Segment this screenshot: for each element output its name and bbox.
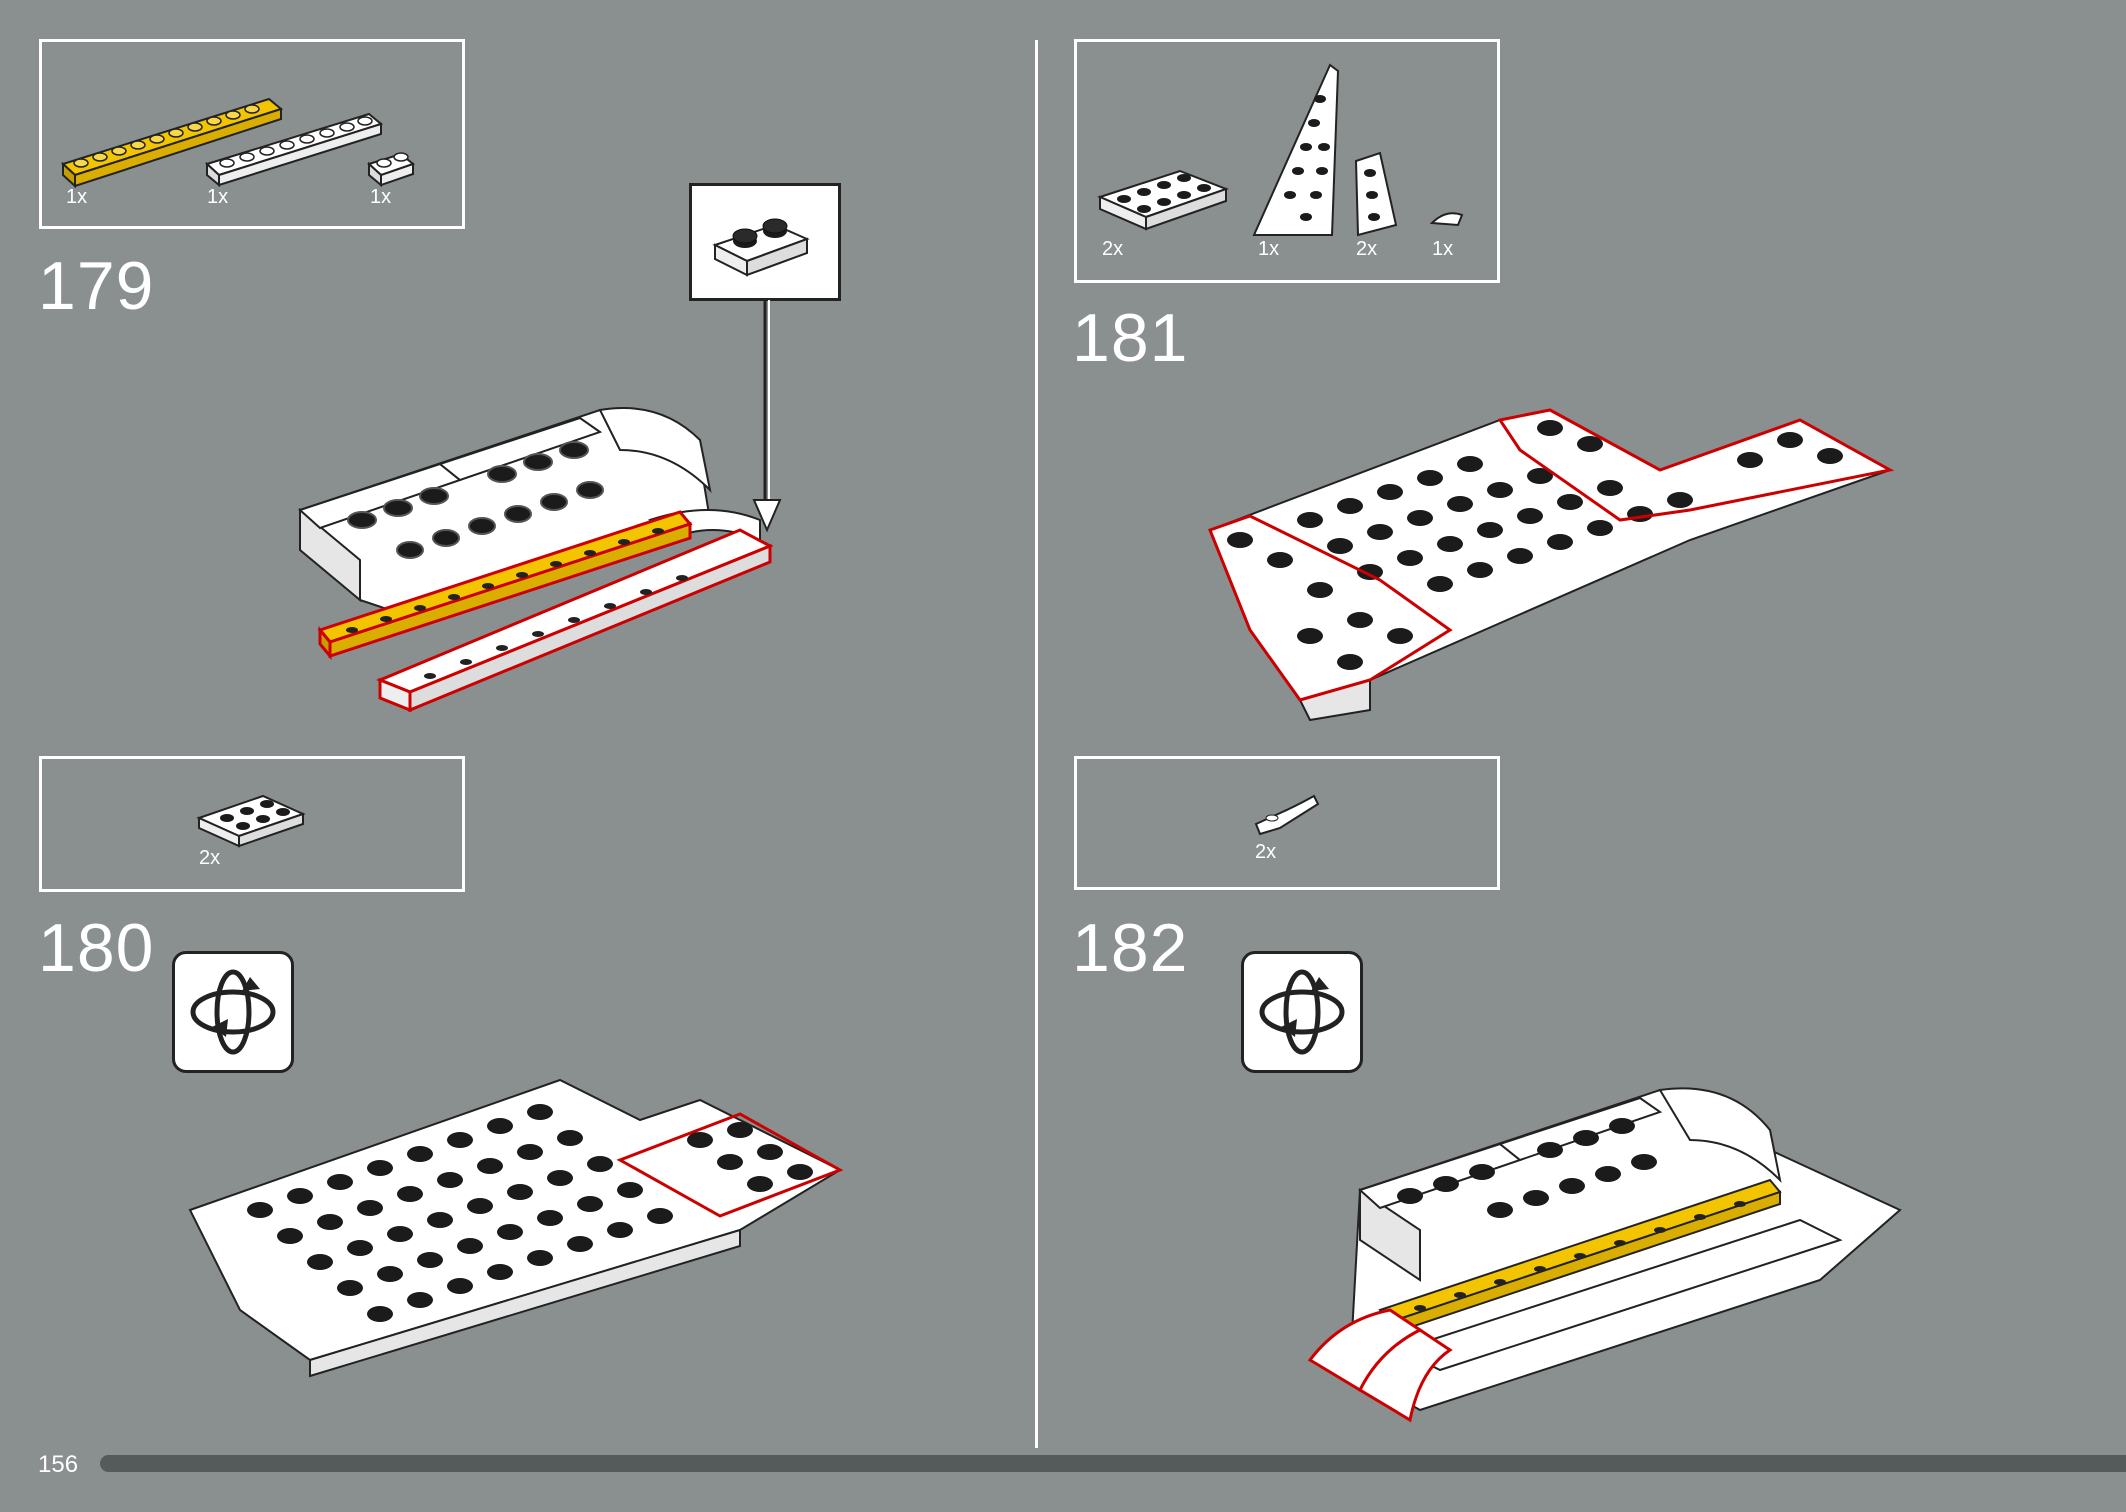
part-qty: 1x — [1432, 238, 1454, 260]
white-plate-placed — [376, 528, 774, 713]
parts-list-179: 1x 1x 1x — [39, 39, 465, 229]
rotate-model-icon — [1241, 951, 1363, 1073]
parts-list-181: 2x 1x 2x 1x — [1074, 39, 1500, 283]
part-qty: 1x — [370, 186, 392, 208]
model-illustration-179 — [298, 407, 774, 713]
parts-list-180: 2x — [39, 756, 465, 892]
white-wedge-small-icon — [1354, 151, 1398, 237]
yellow-plate-placed — [317, 510, 693, 661]
white-plate-long-icon — [205, 112, 384, 188]
highlighted-curved-slopes — [1307, 1308, 1453, 1423]
highlighted-plates — [616, 1112, 844, 1218]
part-qty: 1x — [66, 186, 88, 208]
parts-illustration-179 — [61, 97, 416, 189]
model-illustration-181 — [1208, 408, 1895, 722]
step-number-180: 180 — [38, 910, 155, 986]
callout-arrow — [752, 300, 782, 533]
highlighted-wedges — [1208, 408, 1895, 702]
callout-box-179 — [689, 183, 841, 301]
stud-grid — [247, 1104, 673, 1322]
part-qty: 2x — [1356, 238, 1378, 260]
stud-row — [1397, 1118, 1657, 1218]
parts-list-182: 2x — [1074, 756, 1500, 890]
part-qty: 1x — [1258, 238, 1280, 260]
white-plate-2x4-icon — [1097, 169, 1229, 231]
step-number-179: 179 — [38, 248, 155, 324]
part-qty: 2x — [199, 847, 221, 869]
stud-row — [347, 441, 604, 559]
part-qty: 1x — [207, 186, 229, 208]
part-qty: 2x — [1255, 841, 1277, 863]
parts-illustration-181 — [1097, 63, 1464, 237]
parts-illustration-182 — [1254, 794, 1320, 836]
page-number: 156 — [38, 1451, 79, 1478]
rotate-model-icon — [172, 951, 294, 1073]
callout-plate-icon — [712, 218, 810, 277]
page-progress-bar — [100, 1455, 2126, 1472]
step-number-181: 181 — [1072, 300, 1189, 376]
yellow-plate-icon — [61, 97, 284, 189]
stud-grid — [1297, 456, 1693, 592]
model-illustration-182 — [1307, 1087, 1902, 1423]
model-illustration-180 — [188, 1078, 844, 1378]
step-number-182: 182 — [1072, 910, 1189, 986]
column-divider — [1035, 40, 1038, 1448]
white-plate-small-icon — [367, 152, 416, 188]
white-wedge-plate-icon — [1252, 63, 1340, 236]
part-qty: 2x — [1102, 238, 1124, 260]
white-quarter-tile-icon — [1429, 212, 1464, 227]
parts-illustration-180 — [196, 794, 306, 848]
